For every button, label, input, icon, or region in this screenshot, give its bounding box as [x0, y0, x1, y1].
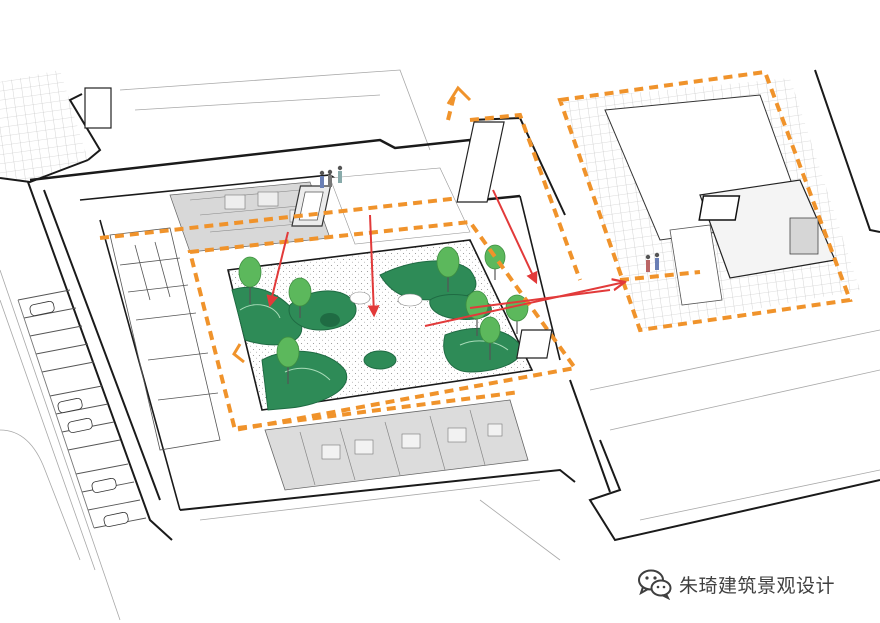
route-inner-east: [619, 270, 701, 282]
route-courtyard-loop: [187, 219, 579, 433]
flow-arrow: [492, 189, 538, 285]
circulation-routes: [99, 69, 853, 433]
route-east-link: [469, 112, 582, 281]
west-wing-rooms: [109, 227, 221, 451]
person-figure: [654, 252, 660, 270]
person-figure: [319, 170, 325, 188]
person-figure: [337, 165, 343, 183]
flow-arrows: [266, 189, 625, 327]
tree: [276, 336, 300, 384]
tree: [436, 246, 460, 292]
flow-arrow: [266, 231, 289, 308]
caption-text: 朱琦建筑景观设计: [679, 574, 836, 597]
tree: [238, 256, 262, 304]
wechat-icon: [638, 569, 672, 600]
route-entry-arrows: [232, 85, 472, 364]
people-figures: [319, 165, 660, 272]
paved-plaza-northwest: [0, 70, 89, 184]
person-figure: [327, 169, 333, 187]
caption-watermark: 朱琦建筑景观设计: [637, 566, 835, 602]
person-figure: [645, 254, 651, 272]
route-south-spine: [237, 390, 521, 430]
context-thin-lines: [0, 69, 880, 621]
misc-structures: [84, 87, 553, 359]
route-north-entry: [446, 91, 457, 121]
site-context-lines: [27, 69, 880, 542]
route-north-spine: [99, 196, 461, 240]
south-wing-rooms: [264, 399, 529, 491]
route-east-plaza-loop: [557, 69, 853, 333]
tree: [288, 277, 312, 318]
tree: [479, 316, 501, 360]
flow-arrow: [469, 289, 611, 309]
east-plaza: [560, 78, 860, 330]
flow-arrow: [367, 214, 380, 318]
parked-car: [29, 300, 129, 528]
flow-arrow: [424, 282, 625, 327]
